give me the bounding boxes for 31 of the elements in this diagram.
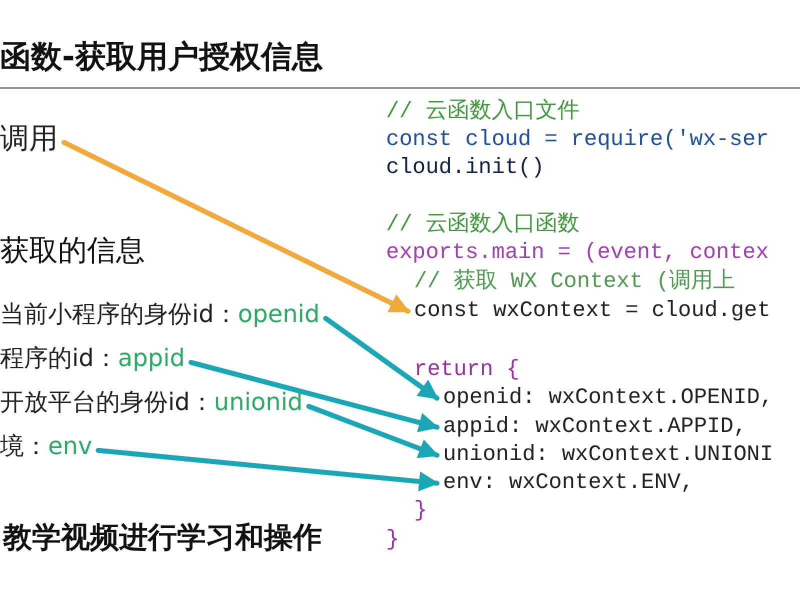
code-line: return { xyxy=(414,357,520,384)
arrow xyxy=(96,448,440,492)
note-text: 教学视频进行学习和操作 xyxy=(3,520,322,555)
code-line: cloud.init() xyxy=(386,155,544,182)
section-heading: 获取的信息 xyxy=(0,233,145,268)
code-brace: } xyxy=(386,527,400,554)
code-line: appid: wxContext.APPID, xyxy=(443,414,747,440)
list-item-text: 开放平台的身份id： xyxy=(0,388,214,416)
arrow xyxy=(62,140,410,314)
field-name: env xyxy=(48,432,92,460)
arrow xyxy=(323,316,440,401)
list-item-text: 调用 xyxy=(0,121,58,156)
list-item-text: 程序的id： xyxy=(0,344,118,372)
code-line: env: wxContext.ENV, xyxy=(443,470,694,496)
code-line: const cloud = require('wx-ser xyxy=(386,127,769,154)
slide-title: 函数-获取用户授权信息 xyxy=(0,38,323,77)
field-name: unionid xyxy=(214,388,303,416)
code-brace: } xyxy=(414,498,428,524)
field-name: openid xyxy=(238,300,320,328)
code-line: unionid: wxContext.UNIONI xyxy=(443,442,774,468)
code-comment: // 云函数入口函数 xyxy=(386,212,580,238)
code-line: exports.main = (event, contex xyxy=(386,240,769,266)
field-name: appid xyxy=(118,344,185,372)
code-line: const wxContext = cloud.get xyxy=(414,298,770,324)
list-item-text: 境： xyxy=(0,432,48,460)
code-comment: // 获取 WX Context (调用上 xyxy=(414,269,736,296)
code-line: openid: wxContext.OPENID, xyxy=(443,385,774,412)
arrow xyxy=(188,360,440,432)
code-comment: // 云函数入口文件 xyxy=(386,99,580,126)
arrow xyxy=(306,404,440,458)
list-item-text: 当前小程序的身份id： xyxy=(0,300,238,328)
